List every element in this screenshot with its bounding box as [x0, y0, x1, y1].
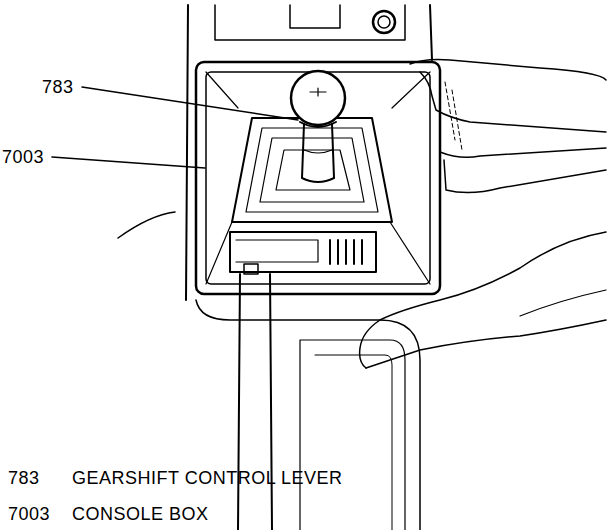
- console-edge: [430, 5, 432, 60]
- hand: [360, 232, 606, 368]
- switch-ribs: [330, 240, 362, 264]
- hand: [440, 112, 606, 157]
- clip: [244, 264, 258, 274]
- part-name: CONSOLE BOX: [72, 504, 209, 524]
- lever-shaft: [302, 124, 334, 182]
- hand: [444, 160, 606, 193]
- shift-boot-fold: [246, 128, 378, 212]
- switch-knob: [378, 16, 390, 28]
- shift-pattern: [310, 88, 326, 96]
- panel-slot: [236, 240, 318, 262]
- console-lower: [300, 340, 405, 530]
- console-panel: [215, 5, 405, 40]
- leader-line: [82, 87, 298, 120]
- console-lower: [196, 300, 420, 530]
- hand: [420, 72, 606, 132]
- hand: [366, 320, 606, 368]
- legend-number: 7003: [8, 504, 50, 524]
- part-name: GEARSHIFT CONTROL LEVER: [72, 468, 343, 488]
- shift-boot-fold: [260, 138, 364, 202]
- bevel-line: [206, 72, 430, 284]
- leader-line: [52, 157, 205, 168]
- lever-knob: [291, 71, 345, 125]
- hand: [410, 60, 606, 81]
- callout-number: 7003: [2, 147, 44, 167]
- panel-slot: [230, 232, 376, 272]
- switch-knob: [373, 11, 395, 33]
- legend-number: 783: [8, 468, 40, 488]
- console-box: [196, 62, 440, 294]
- console-lower: [238, 274, 272, 530]
- callout-number: 783: [42, 77, 74, 97]
- console-edge: [186, 5, 188, 300]
- hand: [520, 290, 606, 316]
- console-panel: [290, 5, 340, 28]
- console-lower: [315, 355, 392, 530]
- seat-edge: [118, 212, 175, 238]
- lever-shaft: [304, 150, 332, 153]
- shift-boot-fold: [276, 150, 350, 190]
- trim-clip: [445, 82, 462, 150]
- console-box-inner: [206, 72, 430, 284]
- shift-boot: [232, 118, 392, 222]
